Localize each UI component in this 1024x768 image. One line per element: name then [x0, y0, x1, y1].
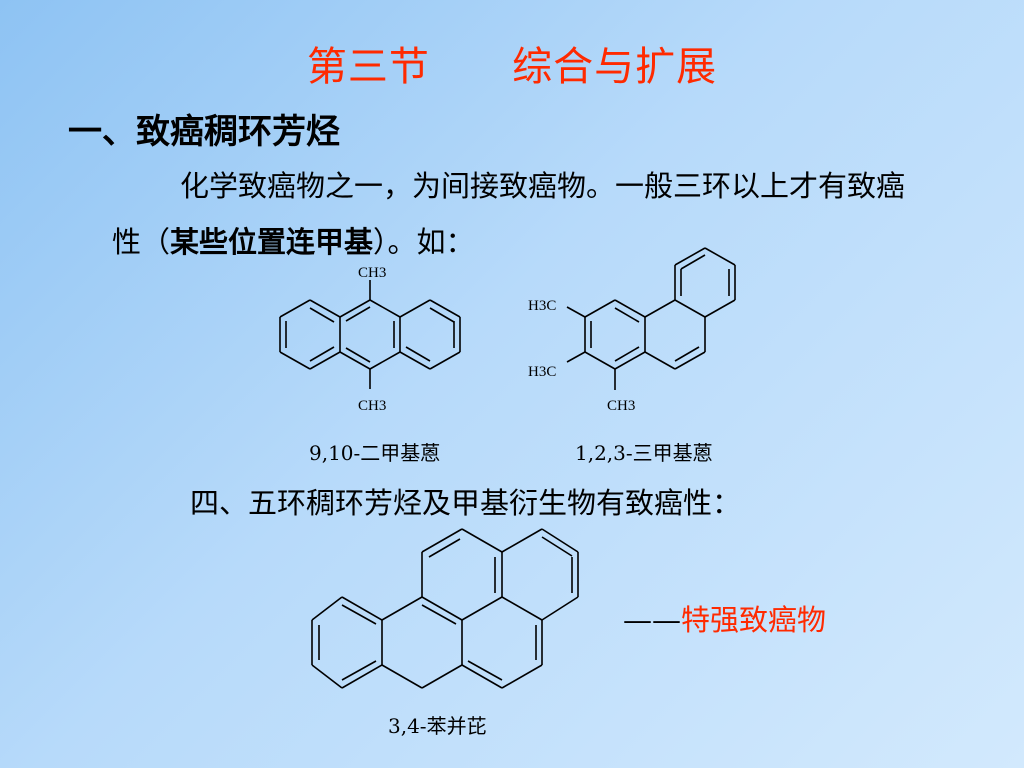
methyl-label-top: CH3: [358, 265, 386, 281]
molecule-benzopyrene: [311, 528, 579, 689]
methyl-label-bottom: CH3: [358, 398, 386, 414]
caption-dimethylanthracene: 9,10-二甲基蒽: [309, 441, 441, 465]
methyl-label-a: H3C: [528, 298, 556, 314]
caption-benzopyrene: 3,4-苯并芘: [388, 714, 487, 738]
slide-title: 第三节 综合与扩展: [306, 44, 718, 90]
molecule-dimethylanthracene: CH3 CH3: [279, 265, 461, 414]
methyl-label-c: CH3: [607, 398, 635, 414]
paragraph-text-2: ）。如：: [373, 225, 475, 259]
caption-trimethyl: 1,2,3-三甲基蒽: [575, 441, 713, 465]
methyl-label-b: H3C: [528, 364, 556, 380]
paragraph-text-1: 化学致癌物之一，为间接致癌物。一般三环以上才有致癌性（: [112, 169, 906, 259]
paragraph-bold-text: 某些位置连甲基: [170, 225, 374, 259]
carcinogen-statement: 四、五环稠环芳烃及甲基衍生物有致癌性：: [190, 486, 742, 520]
section-heading: 一、致癌稠环芳烃: [68, 112, 340, 152]
note-text: 特强致癌物: [681, 603, 827, 637]
molecule-trimethyl: H3C H3C CH3: [528, 247, 736, 414]
strong-carcinogen-note: ——特强致癌物: [623, 597, 826, 639]
intro-paragraph: 化学致癌物之一，为间接致癌物。一般三环以上才有致癌性（某些位置连甲基）。如：: [112, 158, 932, 270]
note-dash: ——: [623, 603, 681, 637]
